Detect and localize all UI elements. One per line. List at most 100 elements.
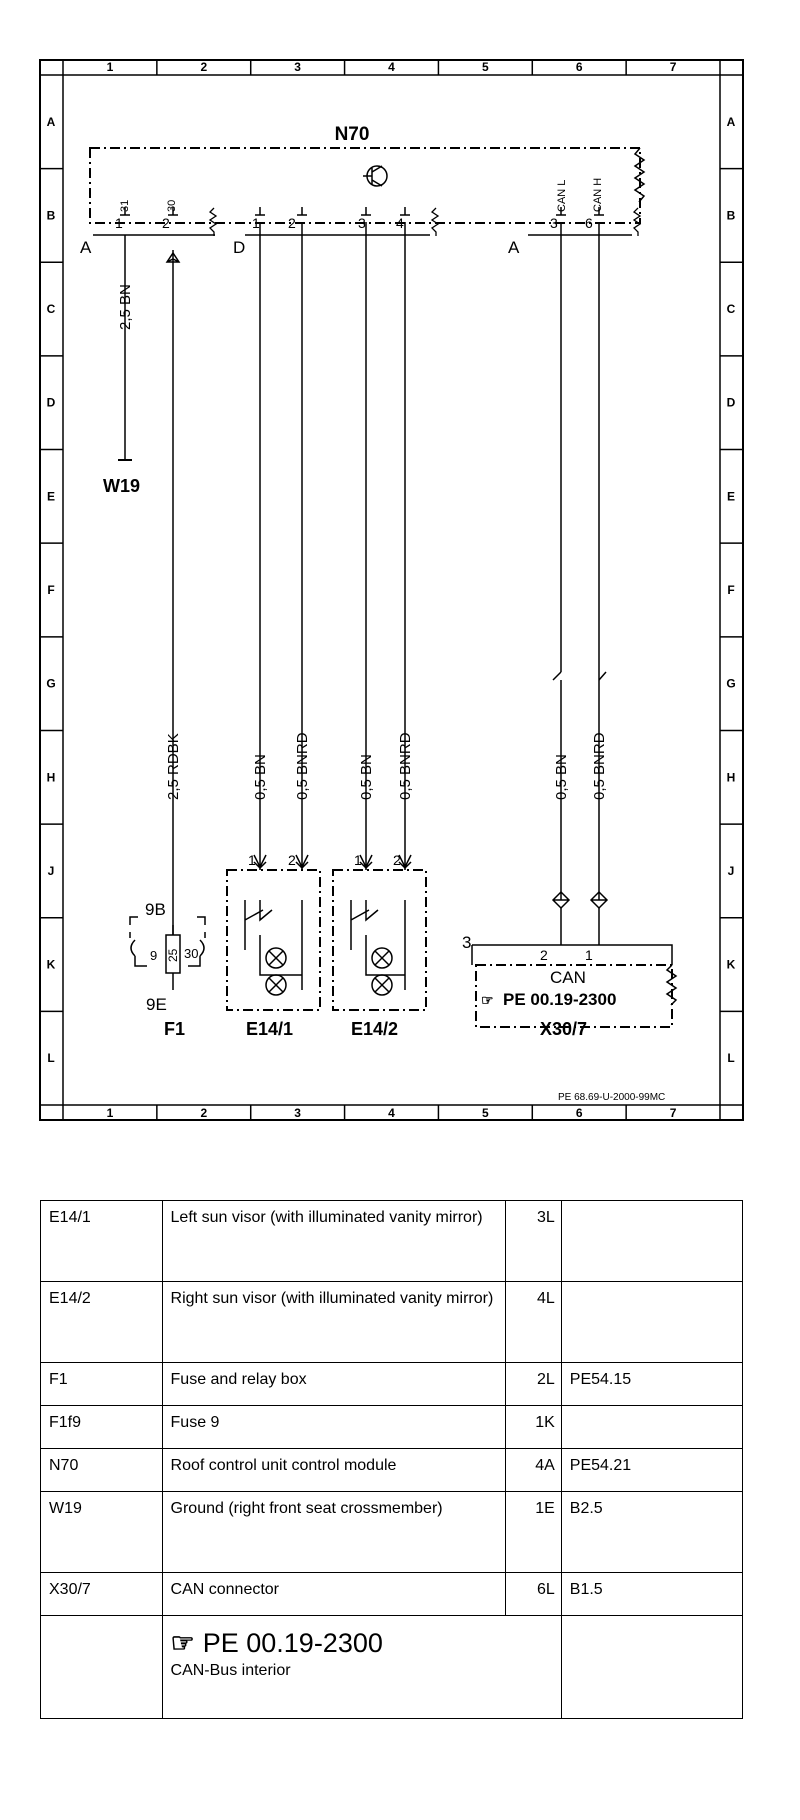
component-legend-table: E14/1 Left sun visor (with illuminated v… — [40, 1200, 744, 1719]
fuse-arrow-icon — [165, 251, 181, 263]
column-label: 3 — [294, 1106, 301, 1120]
connector-a-left-label: A — [80, 238, 92, 257]
connector-d-break — [430, 207, 440, 236]
e141-pin1-label: 1 — [248, 852, 256, 868]
fuse-terminal-30: 30 — [184, 946, 198, 961]
row-label: C — [47, 302, 56, 316]
visor-right-switch-lamps — [350, 900, 406, 996]
fuse-terminal-bottom: 9E — [146, 995, 167, 1014]
row-label: L — [47, 1051, 54, 1065]
legend-row: X30/7 CAN connector 6L B1.5 — [40, 1572, 744, 1616]
can-connector-outer — [471, 944, 673, 965]
can-label: CAN — [550, 968, 586, 987]
row-label: B — [47, 208, 56, 222]
legend-code: F1 — [40, 1362, 163, 1406]
column-label: 7 — [670, 1106, 677, 1120]
row-label: H — [47, 770, 56, 784]
can-side-number: 3 — [462, 933, 471, 952]
column-label: 5 — [482, 60, 489, 74]
legend-code: N70 — [40, 1448, 163, 1492]
n70-module-box — [89, 147, 641, 224]
column-label: 1 — [107, 1106, 114, 1120]
wire-label-ground: 2,5 BN — [117, 284, 134, 330]
wire-label-can-h: 0,5 BNRD — [591, 732, 608, 800]
pin-label: 3 — [358, 215, 366, 231]
outer-frame — [39, 59, 744, 1121]
legend-code: E14/2 — [40, 1281, 163, 1363]
row-label: D — [727, 396, 736, 410]
row-label: A — [47, 115, 56, 129]
pin-label: 6 — [585, 215, 593, 231]
row-label: A — [727, 115, 736, 129]
legend-code: E14/1 — [40, 1200, 163, 1282]
legend-description: Ground (right front seat crossmember) — [161, 1491, 507, 1573]
column-label: 4 — [388, 1106, 395, 1120]
can-connector-arrows — [551, 890, 609, 945]
column-label: 4 — [388, 60, 395, 74]
transistor-icon — [363, 165, 388, 187]
row-label: J — [48, 864, 55, 878]
legend-location: 3L — [505, 1200, 562, 1282]
pin-function-can-h: CAN H — [592, 178, 604, 212]
pin-label: 2 — [162, 215, 170, 231]
legend-location: 1E — [505, 1491, 562, 1573]
legend-description: Right sun visor (with illuminated vanity… — [161, 1281, 507, 1363]
legend-description: Roof control unit control module — [161, 1448, 507, 1492]
pin-function-30: 30 — [166, 200, 178, 212]
wire-label-e141-pin2: 0,5 BNRD — [294, 732, 311, 800]
can-ref: PE 00.19-2300 — [503, 990, 616, 1009]
legend-description: Fuse 9 — [161, 1405, 507, 1449]
pointing-hand-icon: ☞ — [481, 992, 494, 1008]
doc-ref: PE 68.69-U-2000-99MC — [558, 1092, 665, 1103]
visor-left-box — [226, 869, 321, 1011]
row-label: F — [47, 583, 54, 597]
wire-label-can-l: 0,5 BN — [553, 754, 570, 800]
wire-label-e141-pin1: 0,5 BN — [252, 754, 269, 800]
row-label: D — [47, 396, 56, 410]
row-label: G — [726, 677, 735, 691]
legend-row: F1f9 Fuse 9 1K — [40, 1405, 744, 1449]
n70-break-right — [633, 147, 646, 203]
row-label: H — [727, 770, 736, 784]
column-label: 2 — [200, 60, 207, 74]
column-label: 6 — [576, 1106, 583, 1120]
legend-location: 2L — [505, 1362, 562, 1406]
grid-marks — [40, 60, 743, 1120]
fuse-terminal-top: 9B — [145, 900, 166, 919]
pin-function-can-l: CAN L — [556, 180, 568, 212]
wire-label-e142-pin1: 0,5 BN — [358, 754, 375, 800]
legend-reference-empty — [560, 1615, 744, 1719]
wire-label-fuse: 2,5 RDBK — [165, 733, 182, 800]
legend-location: 4L — [505, 1281, 562, 1363]
connector-d-label: D — [233, 238, 245, 257]
row-label: B — [727, 208, 736, 222]
wire-label-e142-pin2: 0,5 BNRD — [397, 732, 414, 800]
legend-row: E14/1 Left sun visor (with illuminated v… — [40, 1200, 744, 1282]
fuse-name: F1 — [164, 1019, 185, 1039]
legend-reference — [560, 1405, 744, 1449]
legend-footer-cell: ☞PE 00.19-2300 CAN-Bus interior — [161, 1615, 562, 1719]
visor-connector-arrows — [253, 854, 412, 870]
column-label: 6 — [576, 60, 583, 74]
n70-title: N70 — [335, 124, 370, 145]
row-label: J — [728, 864, 735, 878]
pin-connector-marks — [120, 207, 604, 216]
column-label: 3 — [294, 60, 301, 74]
legend-footer-ref-line: ☞PE 00.19-2300 — [171, 1626, 553, 1660]
legend-reference: B1.5 — [560, 1572, 744, 1616]
legend-code: W19 — [40, 1491, 163, 1573]
legend-reference: B2.5 — [560, 1491, 744, 1573]
column-label: 7 — [670, 60, 677, 74]
e142-pin1-label: 1 — [354, 852, 362, 868]
fuse-rating: 25 — [166, 948, 180, 962]
wire-lines — [124, 222, 607, 935]
legend-location: 1K — [505, 1405, 562, 1449]
legend-row: W19 Ground (right front seat crossmember… — [40, 1491, 744, 1573]
visor-right-box — [332, 869, 427, 1011]
row-label: K — [47, 958, 56, 972]
connector-a-right-break — [632, 207, 642, 236]
column-label: 1 — [107, 60, 114, 74]
inner-frame — [62, 74, 721, 1106]
